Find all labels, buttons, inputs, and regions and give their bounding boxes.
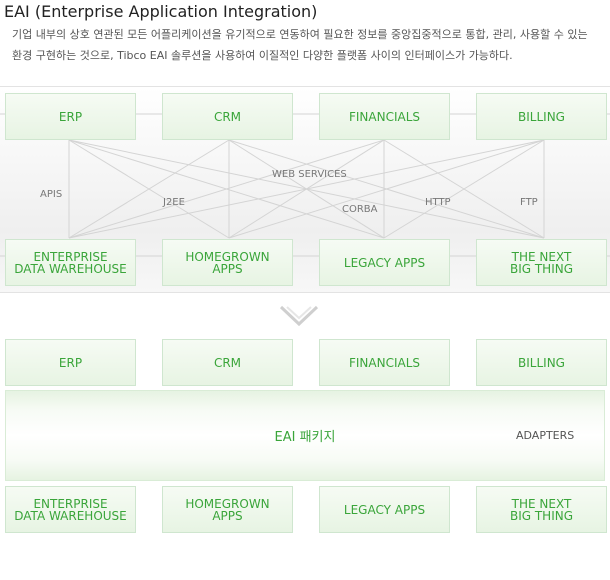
after-bottom-system-data-warehouse: ENTERPRISE DATA WAREHOUSE xyxy=(5,486,136,533)
after-bottom-system-next-big-thing: THE NEXT BIG THING xyxy=(476,486,607,533)
protocol-web-services: WEB SERVICES xyxy=(272,169,347,180)
before-top-system-erp: ERP xyxy=(5,93,136,140)
after-top-system-erp: ERP xyxy=(5,339,136,386)
adapters-label: ADAPTERS xyxy=(516,429,575,442)
eai-package-label: EAI 패키지 xyxy=(274,430,336,445)
after-top-system-billing: BILLING xyxy=(476,339,607,386)
before-top-system-billing: BILLING xyxy=(476,93,607,140)
before-bottom-system-next-big-thing: THE NEXT BIG THING xyxy=(476,239,607,286)
protocol-j2ee: J2EE xyxy=(163,197,185,208)
chevron-down-icon xyxy=(279,305,319,327)
after-top-system-financials: FINANCIALS xyxy=(319,339,450,386)
protocol-apis: APIS xyxy=(40,189,63,200)
protocol-corba: CORBA xyxy=(342,204,378,215)
before-bottom-system-homegrown-apps: HOMEGROWN APPS xyxy=(162,239,293,286)
after-top-system-crm: CRM xyxy=(162,339,293,386)
before-bottom-system-data-warehouse: ENTERPRISE DATA WAREHOUSE xyxy=(5,239,136,286)
before-top-system-crm: CRM xyxy=(162,93,293,140)
before-top-system-financials: FINANCIALS xyxy=(319,93,450,140)
page-description: 기업 내부의 상호 연관된 모든 어플리케이션을 유기적으로 연동하여 필요한 … xyxy=(12,28,588,62)
after-bottom-system-homegrown-apps: HOMEGROWN APPS xyxy=(162,486,293,533)
before-bottom-system-legacy-apps: LEGACY APPS xyxy=(319,239,450,286)
eai-package-bar xyxy=(5,390,605,481)
page-title: EAI (Enterprise Application Integration) xyxy=(4,2,318,21)
protocol-http: HTTP xyxy=(425,197,451,208)
protocol-ftp: FTP xyxy=(520,197,538,208)
after-bottom-system-legacy-apps: LEGACY APPS xyxy=(319,486,450,533)
